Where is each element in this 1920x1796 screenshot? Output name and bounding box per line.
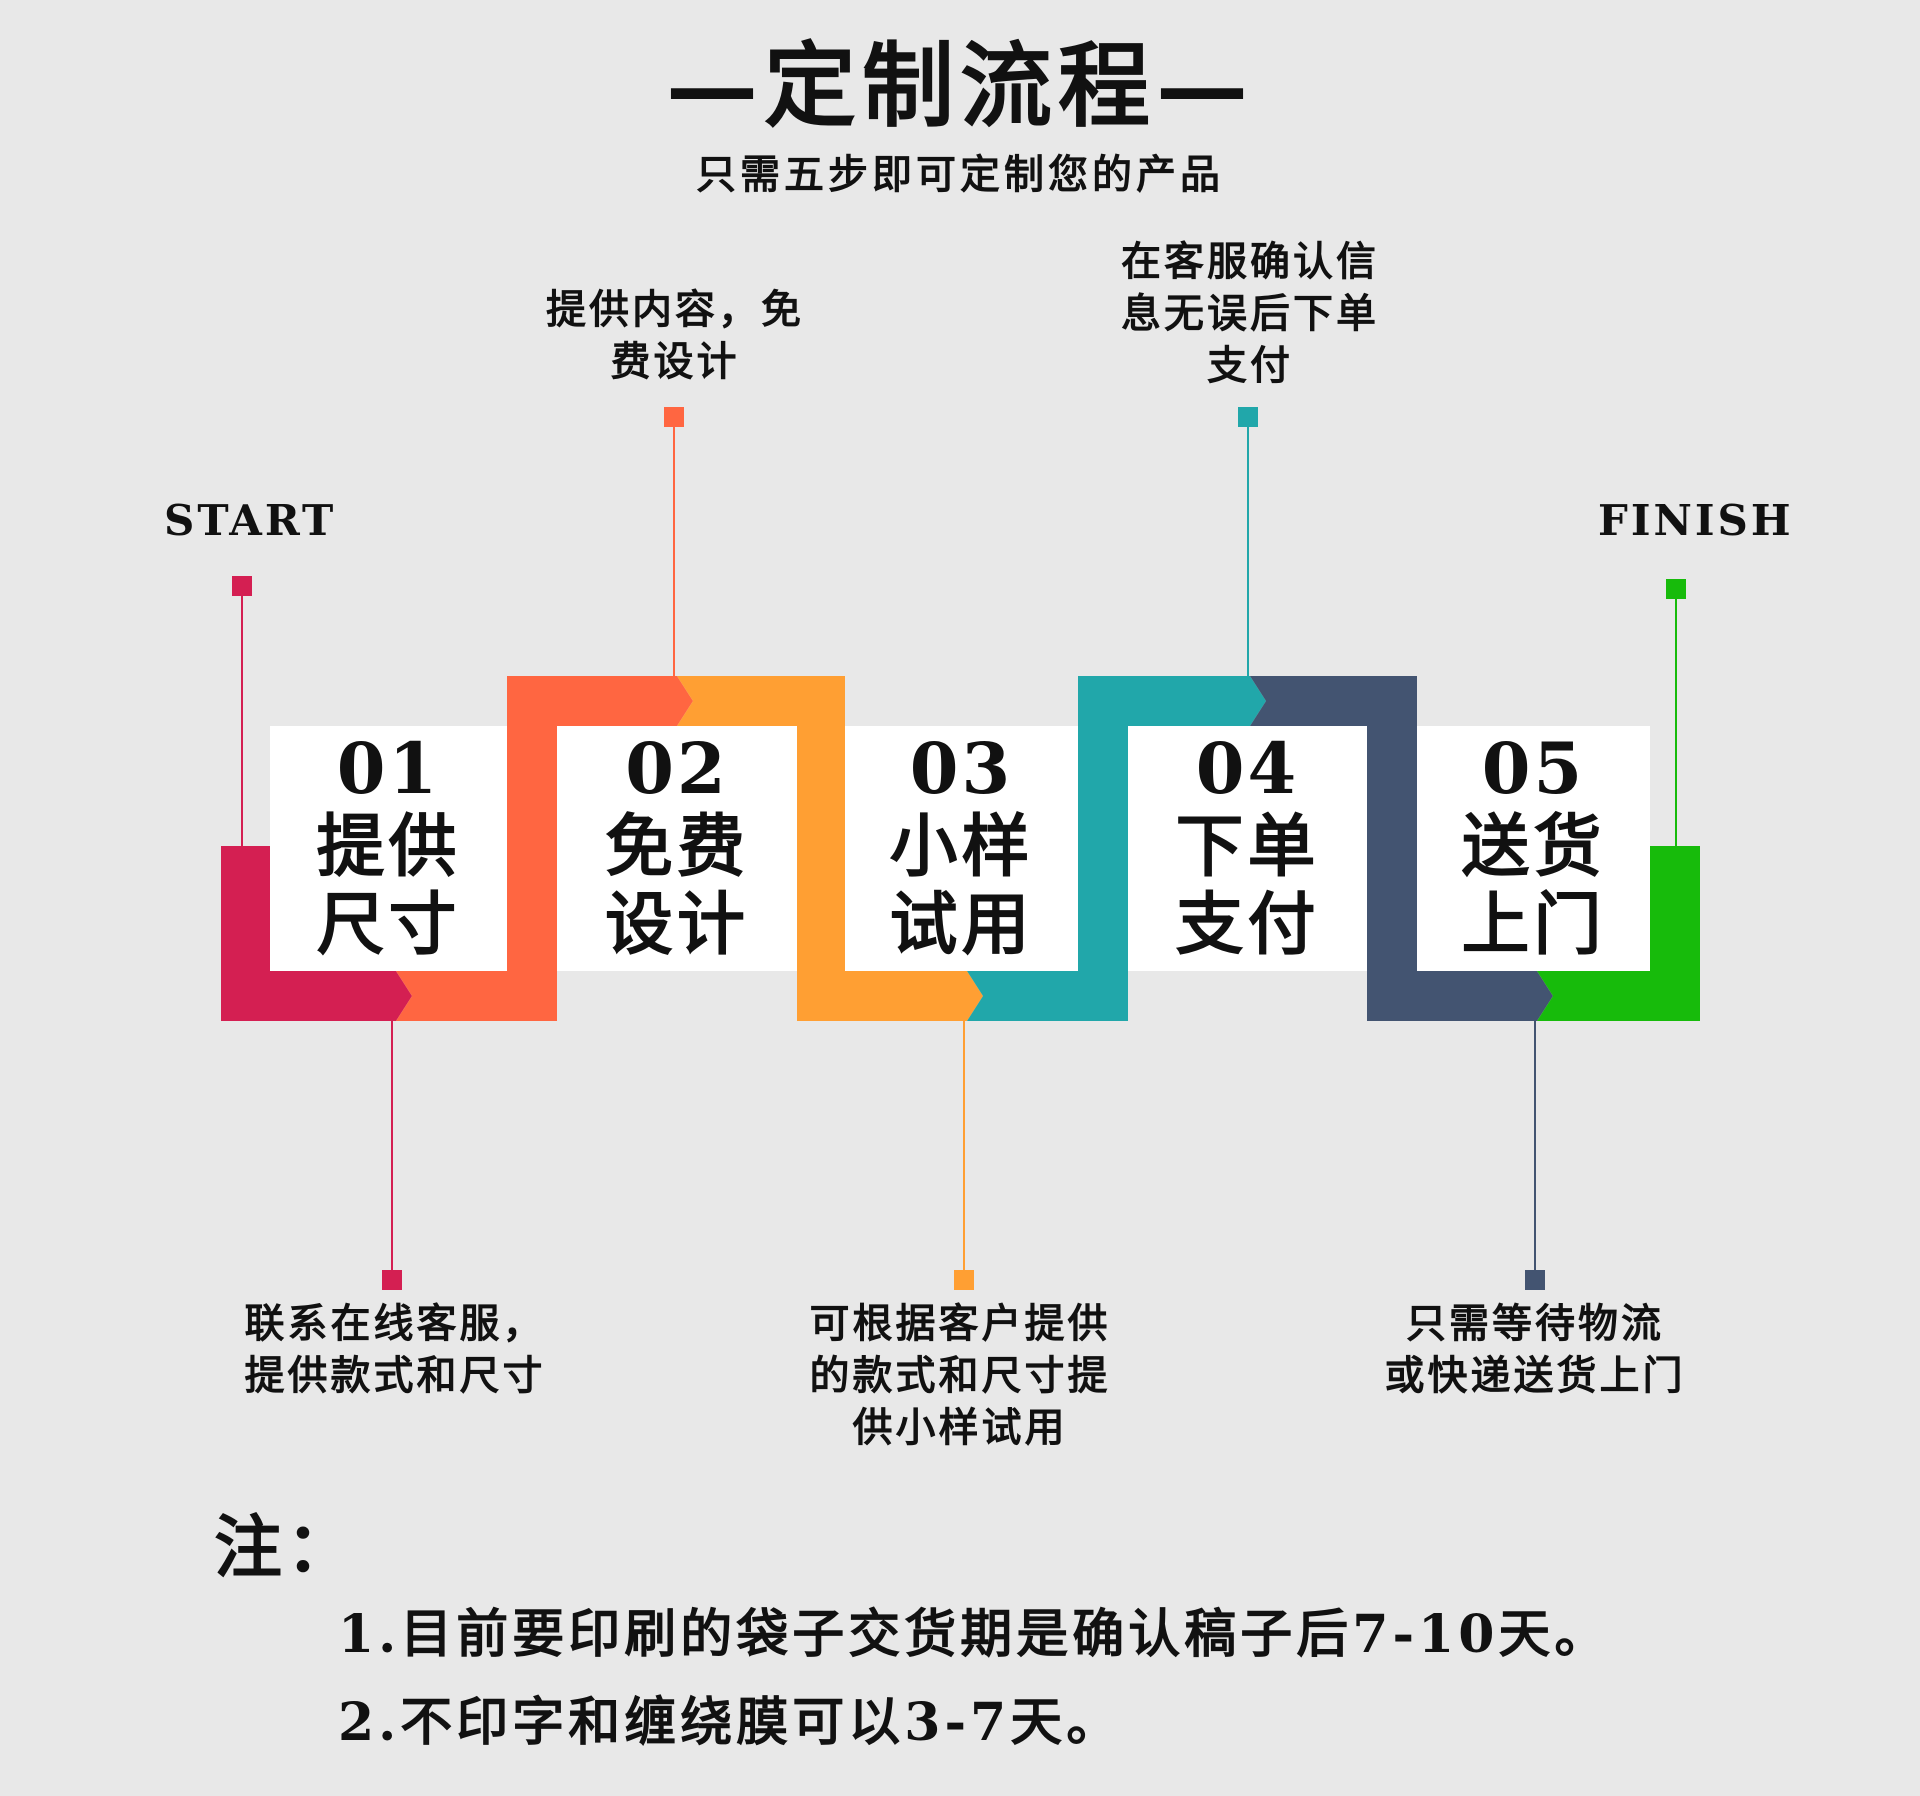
step-01-description: 联系在线客服， 提供款式和尺寸 (244, 1300, 546, 1399)
step-number: 04 (1195, 727, 1300, 810)
step-title-line2: 尺寸 (316, 885, 461, 965)
step-04-description: 在客服确认信 息无误后下单 支付 (1121, 238, 1379, 389)
finish-connector (1666, 579, 1686, 846)
note-item-1: 1.目前要印刷的袋子交货期是确认稿子后7-10天。 (338, 1604, 1611, 1665)
step-03-connector (954, 1021, 974, 1290)
step-02-panel (557, 726, 797, 971)
step-04-panel (1128, 726, 1367, 971)
step-04-text: 04 下单 支付 (1128, 727, 1367, 965)
step-02-connector (664, 407, 684, 676)
step-number: 05 (1481, 727, 1586, 810)
step-05-text: 05 送货 上门 (1417, 727, 1650, 965)
finish-label: FINISH (1598, 496, 1794, 545)
step-02-band (396, 676, 693, 1021)
step-title-line1: 小样 (889, 807, 1034, 887)
step-03-text: 03 小样 试用 (845, 727, 1078, 965)
step-05-connector (1525, 1021, 1545, 1290)
step-title-line1: 免费 (604, 807, 749, 887)
step-02-text: 02 免费 设计 (557, 727, 797, 965)
step-01-panel (270, 726, 507, 971)
step-01-band (221, 846, 412, 1021)
step-01-connector (382, 1021, 402, 1290)
page-subtitle: 只需五步即可定制您的产品 (696, 151, 1224, 198)
step-04-connector (1238, 407, 1258, 676)
notes-heading: 注： (214, 1508, 359, 1588)
start-connector (232, 576, 252, 846)
step-title-line2: 设计 (604, 885, 749, 965)
page-title: —定制流程— (665, 32, 1254, 140)
step-number: 03 (909, 727, 1014, 810)
step-05-panel (1417, 726, 1650, 971)
step-number: 02 (625, 727, 729, 810)
step-title-line1: 送货 (1461, 807, 1606, 887)
step-03-panel (845, 726, 1078, 971)
finish-band (1537, 846, 1700, 1021)
step-title-line2: 试用 (889, 885, 1034, 965)
note-item-2: 2.不印字和缠绕膜可以3-7天。 (338, 1692, 1123, 1753)
step-title-line2: 上门 (1461, 885, 1606, 965)
step-title-line1: 提供 (316, 807, 461, 887)
step-03-description: 可根据客户提供 的款式和尺寸提 供小样试用 (809, 1300, 1111, 1451)
step-05-band (1250, 676, 1553, 1021)
step-04-band (967, 676, 1266, 1021)
step-title-line1: 下单 (1175, 807, 1320, 887)
step-03-band (677, 676, 983, 1021)
step-title-line2: 支付 (1175, 885, 1320, 965)
step-number: 01 (336, 727, 441, 810)
step-02-description: 提供内容，免 费设计 (546, 286, 804, 385)
step-05-description: 只需等待物流 或快递送货上门 (1384, 1300, 1686, 1399)
start-label: START (164, 496, 337, 545)
step-01-text: 01 提供 尺寸 (270, 727, 507, 965)
